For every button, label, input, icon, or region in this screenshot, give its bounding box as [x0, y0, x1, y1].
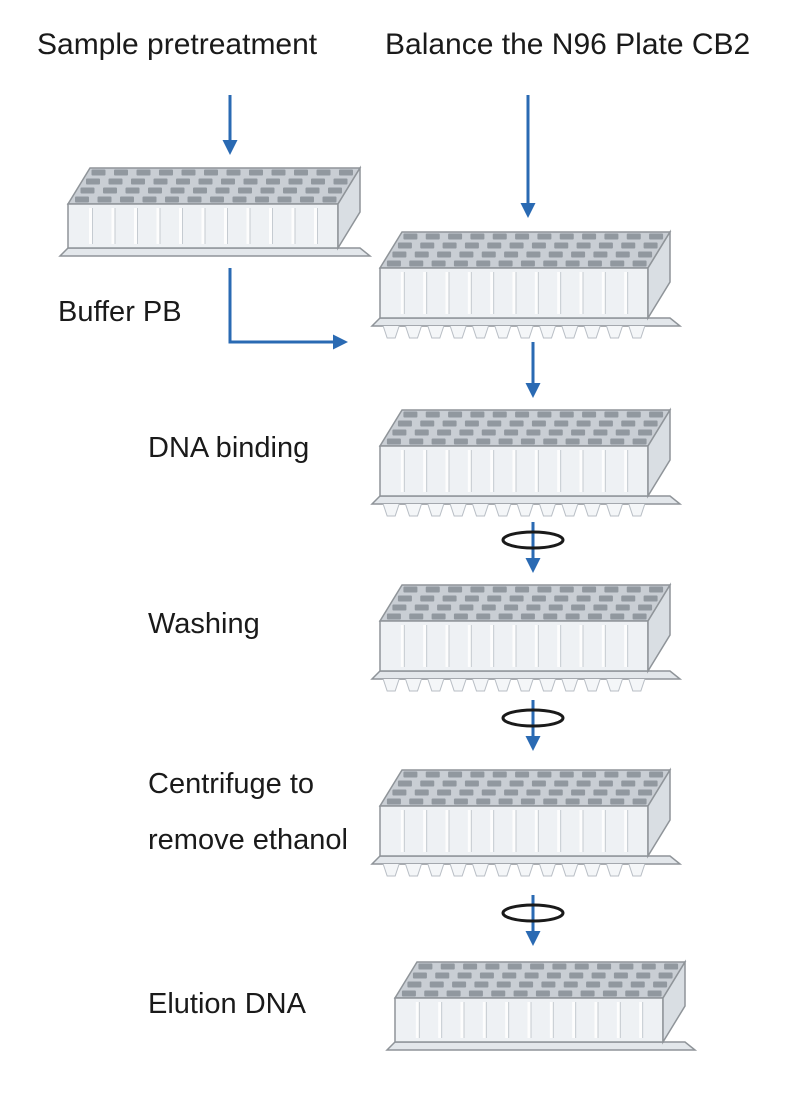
centrifuge-arrow-icon — [501, 700, 565, 751]
sample-pretreatment-label: Sample pretreatment — [37, 28, 318, 61]
centrifuge-label-line2: remove ethanol — [148, 824, 348, 856]
filter-plate-image — [370, 582, 683, 692]
buffer-pb-label: Buffer PB — [58, 296, 182, 328]
collection-plate-image — [385, 959, 698, 1051]
dna-binding-label: DNA binding — [148, 432, 310, 464]
filter-plate-image — [370, 767, 683, 877]
elution-dna-label: Elution DNA — [148, 988, 306, 1020]
collection-plate-image — [58, 165, 373, 257]
filter-plate-image — [370, 407, 683, 517]
balance-plate-label: Balance the N96 Plate CB2 — [385, 28, 751, 61]
centrifuge-label-line1: Centrifuge to — [148, 768, 315, 800]
arrow-elbow-icon — [228, 268, 348, 350]
centrifuge-arrow-icon — [501, 522, 565, 573]
filter-plate-image — [370, 229, 683, 339]
centrifuge-arrow-icon — [501, 895, 565, 946]
washing-label: Washing — [148, 608, 260, 640]
